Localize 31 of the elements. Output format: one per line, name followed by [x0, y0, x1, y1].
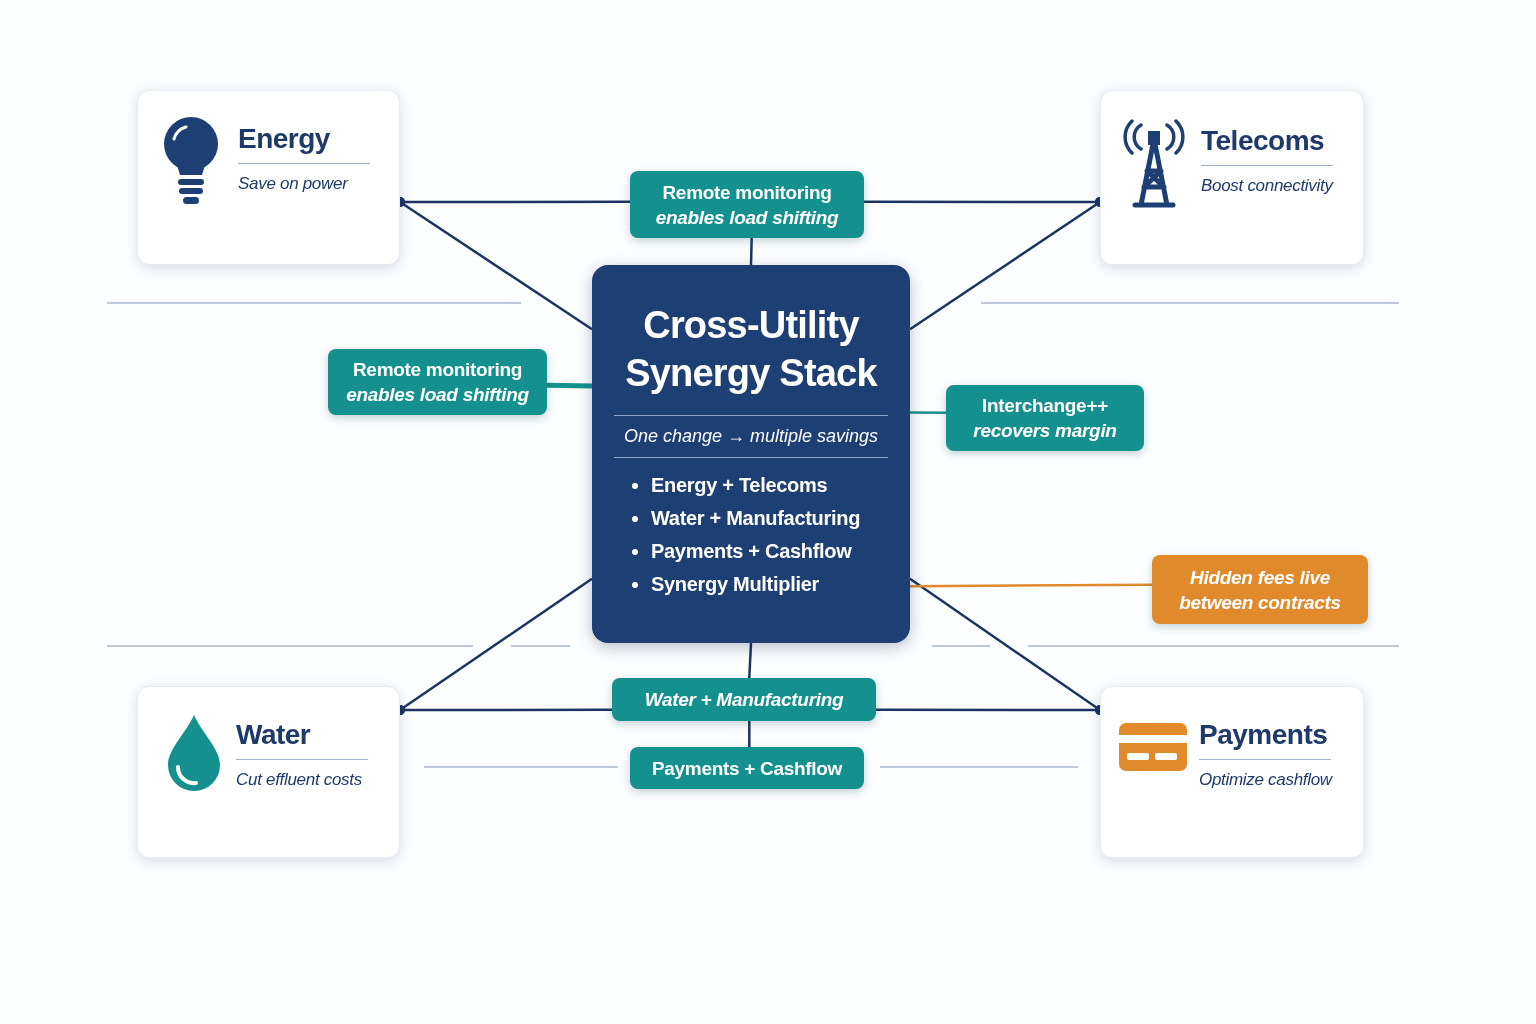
connector-line: [749, 237, 753, 266]
bullet-text: Energy + Telecoms: [651, 474, 828, 497]
callout-tag: Remote monitoring enables load shifting: [630, 171, 864, 238]
callout-tag: Payments + Cashflow: [630, 747, 864, 789]
sector-card: [137, 90, 400, 265]
card-title: Payments: [1199, 718, 1329, 752]
callout-tag: Remote monitoring enables load shifting: [328, 349, 547, 415]
card-title: Water: [236, 718, 312, 752]
card-subtitle: Cut effluent costs: [236, 770, 363, 790]
callout-tag: Interchange++ recovers margin: [946, 385, 1144, 451]
connector-line: [546, 382, 593, 389]
card-title: Telecoms: [1201, 124, 1326, 158]
panel-tagline: One change → multiple savings: [622, 426, 880, 447]
callout-tag: Hidden fees live between contracts: [1152, 555, 1368, 624]
bullet-text: Water + Manufacturing: [651, 507, 861, 530]
card-title: Energy: [238, 122, 331, 156]
connector-line: [748, 721, 751, 747]
summary-panel: [592, 265, 910, 643]
card-subtitle: Optimize cashflow: [1199, 770, 1334, 790]
sector-card: [1100, 90, 1364, 265]
card-subtitle: Boost connectivity: [1201, 176, 1335, 196]
panel-title: Cross-Utility Synergy Stack: [624, 303, 879, 396]
sector-card: [137, 686, 400, 858]
connector-line: [748, 642, 753, 679]
sector-card: [1100, 686, 1364, 858]
bullet-text: Synergy Multiplier: [651, 573, 819, 596]
connector-line: [910, 583, 1152, 588]
card-subtitle: Save on power: [238, 174, 350, 194]
callout-tag: Water + Manufacturing: [612, 678, 876, 721]
bullet-text: Payments + Cashflow: [651, 540, 852, 563]
connector-line: [910, 411, 946, 414]
